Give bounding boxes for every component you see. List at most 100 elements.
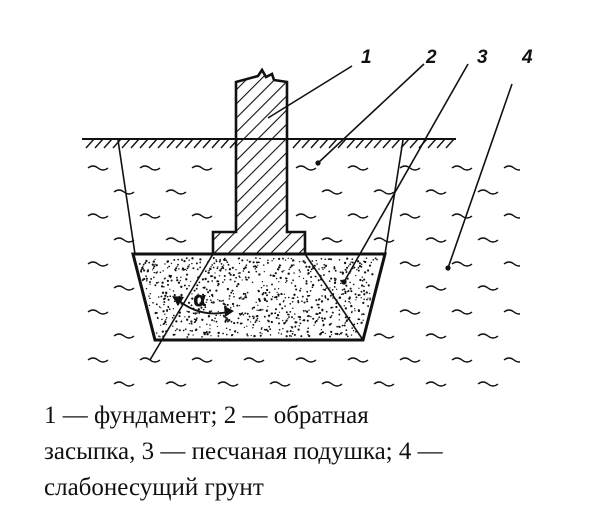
sand-dot (259, 257, 261, 260)
ground-tick (193, 138, 203, 149)
soil-wave (165, 237, 187, 243)
sand-dot (314, 265, 316, 267)
sand-dot (350, 334, 353, 336)
soil-wave (347, 357, 369, 363)
sand-dot (228, 294, 231, 297)
callout-4: 4 (521, 47, 533, 68)
sand-dot (278, 303, 282, 306)
sand-dot (371, 273, 374, 276)
sand-dot (278, 266, 281, 269)
sand-dot (366, 298, 368, 301)
sand-dot (169, 274, 173, 278)
soil-wave (87, 213, 109, 219)
sand-dot (311, 260, 314, 262)
sand-dot (261, 293, 264, 296)
sand-dot (178, 268, 180, 270)
sand-dot (369, 298, 371, 301)
sand-dot (362, 319, 364, 321)
leader-4 (447, 83, 513, 269)
soil-wave (347, 165, 369, 171)
sand-dot (167, 298, 170, 301)
sand-dot (348, 316, 351, 319)
sand-dot (271, 260, 273, 262)
soil-wave (87, 165, 109, 171)
sand-dot (159, 271, 162, 274)
sand-dot (357, 269, 360, 272)
soil-wave (503, 357, 520, 363)
sand-dot (292, 297, 295, 300)
sand-dot (259, 308, 262, 312)
sand-dot (238, 271, 241, 274)
sand-dot (325, 287, 327, 290)
sand-dot (268, 325, 271, 328)
soil-wave (113, 237, 135, 243)
sand-dot (348, 300, 350, 303)
sand-dot (241, 279, 243, 281)
sand-dot (330, 330, 333, 334)
sand-dot (317, 318, 319, 320)
sand-dot (272, 274, 275, 277)
sand-dot (340, 282, 342, 285)
soil-wave (477, 333, 499, 339)
sand-dot (289, 302, 292, 305)
sand-dot (244, 292, 247, 295)
sand-dot (186, 336, 189, 338)
sand-dot (278, 317, 280, 320)
sand-dot (164, 263, 166, 265)
sand-dot (237, 283, 240, 286)
sand-dot (145, 277, 148, 280)
sand-dot (310, 276, 313, 278)
sand-dot (218, 275, 221, 277)
sand-dot (329, 316, 332, 319)
sand-dot (356, 322, 359, 325)
soil-wave (217, 381, 239, 387)
sand-dot (352, 330, 355, 332)
sand-dot (170, 279, 173, 282)
sand-dot (247, 276, 250, 279)
sand-dot (345, 284, 348, 287)
sand-dot (184, 316, 186, 318)
sand-dot (206, 298, 208, 301)
sand-dot (209, 324, 211, 326)
sand-dot (367, 284, 370, 287)
sand-dot (174, 329, 177, 332)
sand-dot (207, 271, 210, 274)
sand-dot (155, 264, 158, 267)
sand-dot (307, 314, 310, 318)
sand-dot (258, 320, 260, 323)
sand-dot (353, 323, 356, 326)
sand-dot (285, 335, 288, 338)
sand-dot (321, 331, 324, 334)
sand-dot (311, 286, 314, 289)
sand-dot (163, 322, 166, 324)
callout-3: 3 (477, 47, 488, 68)
sand-dot (317, 306, 320, 309)
sand-dot (222, 332, 224, 335)
soil-wave (113, 189, 135, 195)
sand-dot (244, 266, 246, 268)
sand-dot (217, 299, 219, 301)
sand-dot (246, 333, 248, 336)
sand-dot (253, 334, 256, 338)
sand-dot (164, 320, 167, 323)
sand-dot (328, 335, 332, 338)
ground-tick (175, 138, 185, 149)
sand-dot (296, 296, 299, 299)
sand-dot (244, 294, 247, 296)
sand-dot (156, 312, 158, 314)
sand-dot (292, 279, 295, 282)
sand-dot (236, 304, 239, 307)
sand-dot (346, 291, 348, 293)
soil-wave (295, 165, 317, 171)
sand-dot (142, 265, 144, 267)
angle-arc (177, 299, 229, 315)
sand-dot (191, 262, 193, 265)
sand-dot (278, 322, 281, 325)
sand-dot (363, 260, 365, 263)
soil-wave (295, 213, 317, 219)
sand-dot (215, 320, 218, 323)
sand-dot (323, 288, 327, 291)
sand-dot (360, 265, 363, 268)
sand-dot (246, 291, 249, 294)
sand-dot (342, 293, 344, 295)
